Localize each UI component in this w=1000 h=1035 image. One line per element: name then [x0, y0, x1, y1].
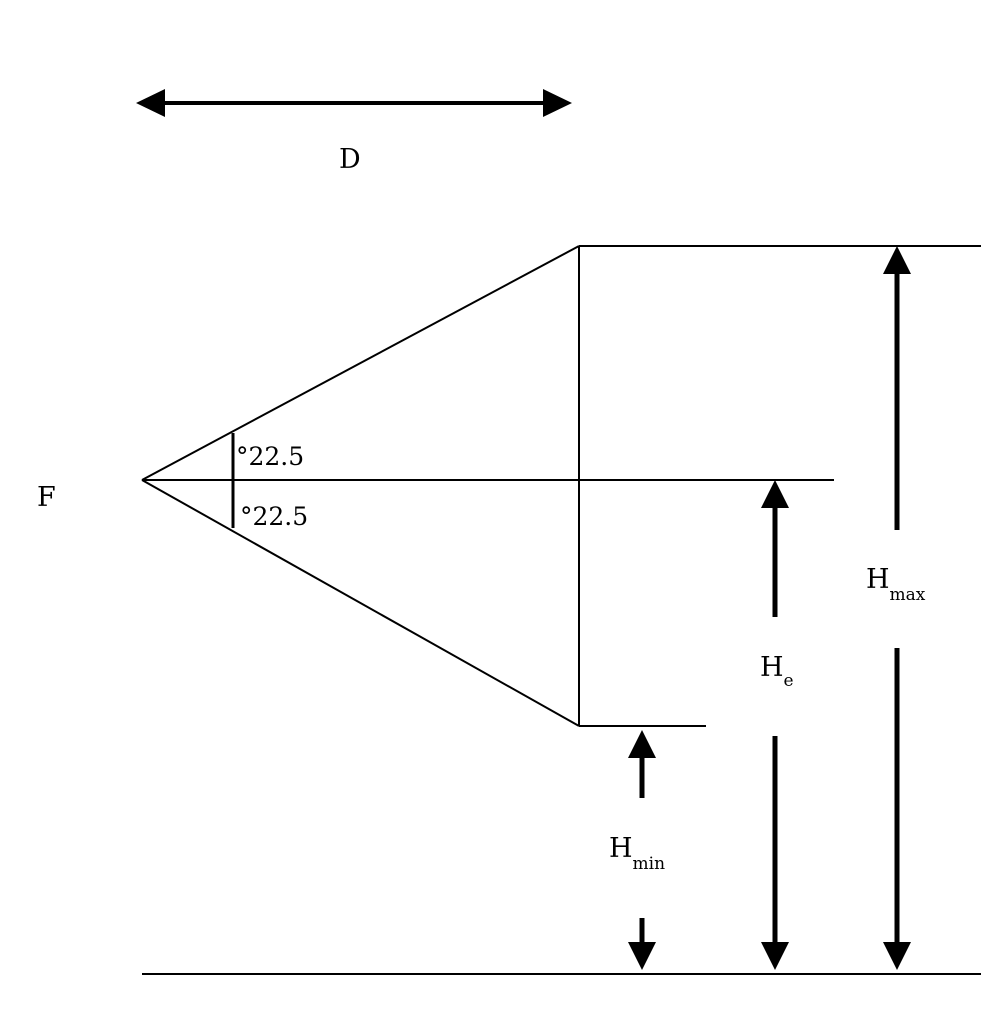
h-min-dimension [628, 730, 656, 970]
h-min-label: Hmin [609, 833, 665, 874]
h-max-label: Hmax [866, 564, 926, 605]
cone-upper-edge [141, 245, 580, 481]
cone-lower-edge [141, 479, 580, 727]
h-e-dimension [761, 480, 789, 970]
h-max-dimension [883, 246, 911, 970]
focal-point-label: F [37, 482, 56, 513]
distance-label: D [339, 144, 361, 175]
angle-upper-label: °22.5 [236, 442, 304, 471]
h-e-label: He [760, 652, 794, 691]
cone-lines [141, 245, 981, 975]
angle-lower-label: °22.5 [240, 502, 308, 531]
distance-arrow [136, 89, 572, 117]
